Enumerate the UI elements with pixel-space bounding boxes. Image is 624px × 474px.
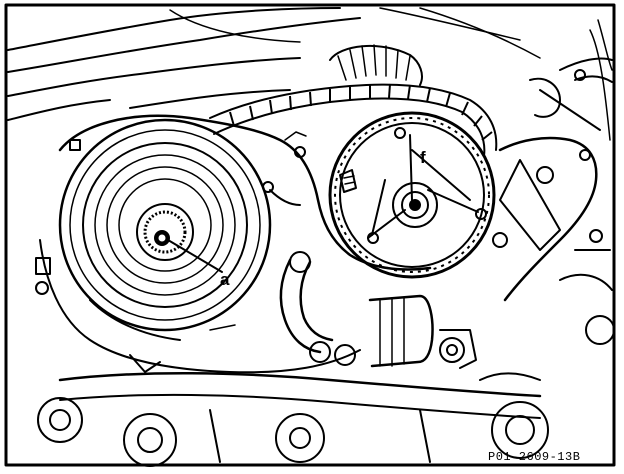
- lower-engine-parts: [37, 299, 615, 467]
- timing-chain: [209, 83, 498, 157]
- tensioner-bracket: [492, 69, 613, 302]
- figure-border: [4, 3, 616, 467]
- figure-code: P01-2609-13B: [488, 450, 580, 464]
- callout-a-label: a: [220, 270, 230, 289]
- callout-f-leader: [411, 149, 471, 201]
- callout-f-label: f: [420, 148, 426, 167]
- timing-cover: [39, 114, 432, 374]
- lower-hoses: [279, 251, 477, 369]
- crankshaft-pulley: [35, 118, 272, 332]
- camshaft-sprocket: [328, 111, 496, 279]
- callout-a-leader: [167, 239, 223, 273]
- engine-background: [7, 7, 613, 141]
